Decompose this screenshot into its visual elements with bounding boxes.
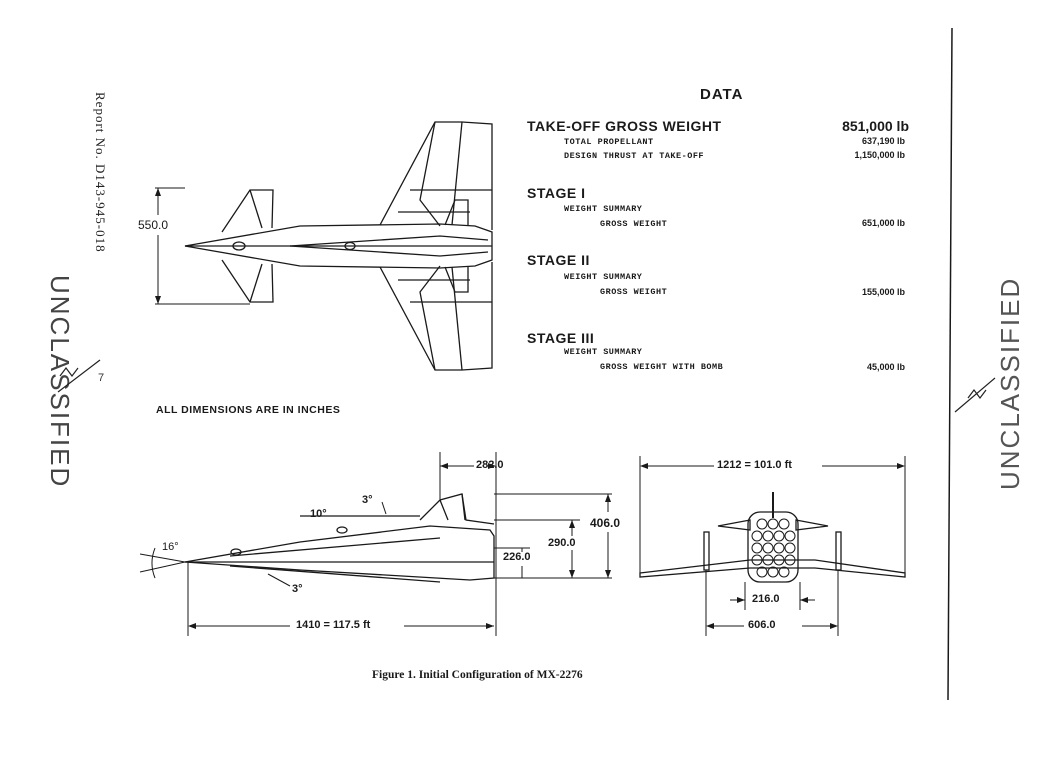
dim-length: 1410 = 117.5 ft <box>296 619 371 631</box>
top-wing-lower <box>379 262 493 371</box>
page-mark: 7 <box>98 372 105 384</box>
dim-angle-10: 10° <box>310 508 327 520</box>
dim-front-span: 1212 = 101.0 ft <box>717 459 792 471</box>
dim-226: 226.0 <box>503 551 531 563</box>
stage2-item: GROSS WEIGHT <box>600 287 668 297</box>
side-fuselage <box>184 525 495 581</box>
stage2-value: 155,000 lb <box>861 287 905 297</box>
side-view <box>139 452 612 636</box>
total-propellant-value: 637,190 lb <box>861 136 905 146</box>
stage3-item: GROSS WEIGHT WITH BOMB <box>600 362 724 372</box>
dim-290: 290.0 <box>548 537 576 549</box>
stage1-item: GROSS WEIGHT <box>600 219 668 229</box>
stage3-value: 45,000 lb <box>866 362 905 372</box>
design-thrust-label: DESIGN THRUST AT TAKE-OFF <box>564 151 705 161</box>
stage1-label: STAGE I <box>527 185 586 201</box>
stage3-summary: WEIGHT SUMMARY <box>564 347 643 357</box>
front-view <box>639 456 906 636</box>
stage3-label: STAGE III <box>527 330 595 346</box>
page-border-line <box>947 27 953 701</box>
figure-caption: Figure 1. Initial Configuration of MX-22… <box>372 669 583 681</box>
stage1-value: 651,000 lb <box>861 218 905 228</box>
front-wing <box>639 559 906 578</box>
dim-angle-16: 16° <box>162 541 179 553</box>
stage2-summary: WEIGHT SUMMARY <box>564 272 643 282</box>
dim-top-span: 550.0 <box>138 218 169 232</box>
dim-406: 406.0 <box>590 516 621 530</box>
total-propellant-label: TOTAL PROPELLANT <box>564 137 654 147</box>
dim-angle-3-bottom: 3° <box>292 583 303 595</box>
design-thrust-value: 1,150,000 lb <box>854 150 905 160</box>
takeoff-value: 851,000 lb <box>842 118 909 134</box>
dim-angle-3-top: 3° <box>362 494 373 506</box>
dim-216: 216.0 <box>752 593 780 605</box>
side-tail-fin <box>419 493 495 525</box>
top-canard-upper <box>221 189 274 233</box>
top-canard-lower <box>221 259 274 303</box>
stage1-summary: WEIGHT SUMMARY <box>564 204 643 214</box>
dim-282: 282.0 <box>476 459 504 471</box>
data-title: DATA <box>700 86 744 103</box>
top-view <box>155 121 493 371</box>
stage2-label: STAGE II <box>527 252 590 268</box>
top-wing-upper <box>379 121 493 230</box>
takeoff-label: TAKE-OFF GROSS WEIGHT <box>527 118 722 134</box>
dimensions-note: ALL DIMENSIONS ARE IN INCHES <box>156 404 341 416</box>
dim-606: 606.0 <box>748 619 776 631</box>
